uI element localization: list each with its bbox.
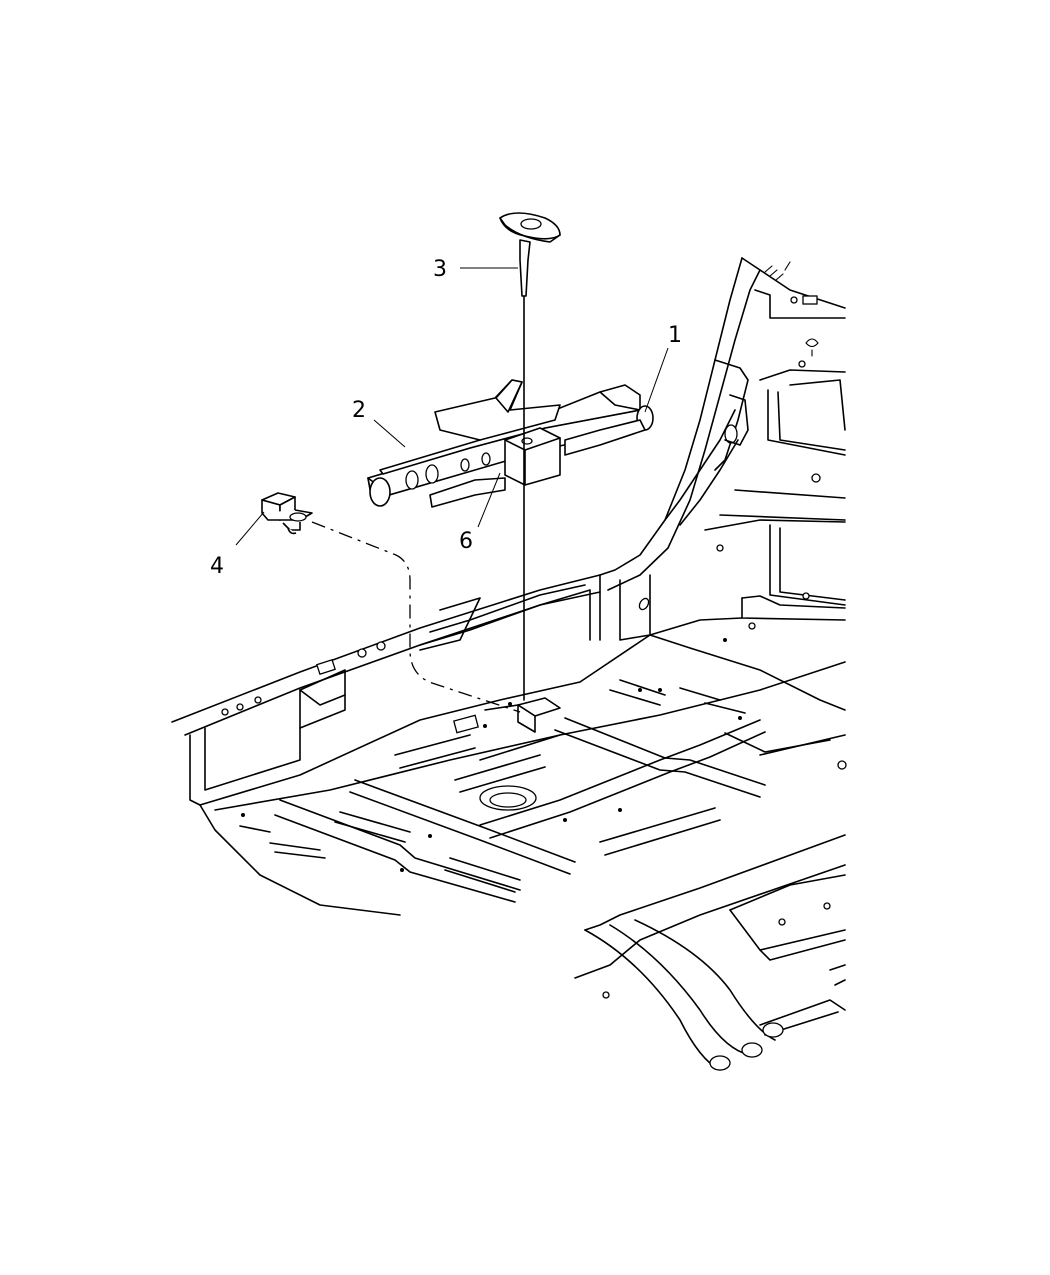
scissor-jack (367, 379, 654, 508)
callout-1: 1 (668, 323, 682, 348)
locator-lines (311, 521, 521, 713)
callout-3: 3 (433, 257, 447, 282)
callout-6: 6 (459, 529, 473, 554)
jack-handle (499, 212, 561, 701)
cargo-floor-pan (171, 257, 847, 916)
front-floor-section (574, 834, 846, 1071)
callout-2: 2 (352, 398, 366, 423)
leader-lines (235, 267, 669, 546)
callout-labels: 1 2 3 4 6 (210, 257, 682, 579)
jack-bracket (261, 492, 313, 535)
callout-4: 4 (210, 554, 224, 579)
